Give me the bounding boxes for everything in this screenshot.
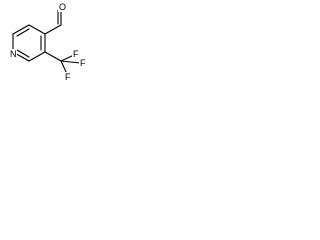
bond-c4-cf3: [44, 51, 62, 62]
bond-c3-cho: [44, 24, 62, 35]
ring-nitrogen-atom: N: [9, 49, 17, 59]
bond-c6-n1-inner: [16, 49, 30, 58]
aldehyde-group: [44, 8, 62, 35]
chemical-structure-drawing: N O F F F: [9, 2, 86, 82]
aldehyde-oxygen-label: O: [59, 2, 66, 12]
trifluoromethyl-group: [44, 51, 81, 75]
ring-nitrogen-label: N: [10, 49, 17, 59]
pyridine-ring: [12, 24, 46, 62]
fluorine-bottom-label: F: [65, 72, 71, 82]
bond-c5-c6: [28, 51, 46, 62]
bond-c2-c3: [12, 24, 30, 35]
fluorine-top-atom: F: [72, 49, 79, 59]
bond-c3-c4: [28, 24, 46, 35]
bond-cf3-f-bottom: [60, 60, 68, 75]
fluorine-right-label: F: [80, 58, 86, 68]
bond-cf3-f-right: [60, 60, 81, 64]
fluorine-right-atom: F: [79, 58, 86, 68]
bond-cf3-f-top: [60, 54, 75, 62]
fluorine-bottom-atom: F: [64, 72, 71, 82]
fluorine-top-label: F: [73, 49, 79, 59]
bond-c2-c3-inner: [16, 28, 30, 37]
aldehyde-oxygen-atom: O: [58, 2, 66, 12]
